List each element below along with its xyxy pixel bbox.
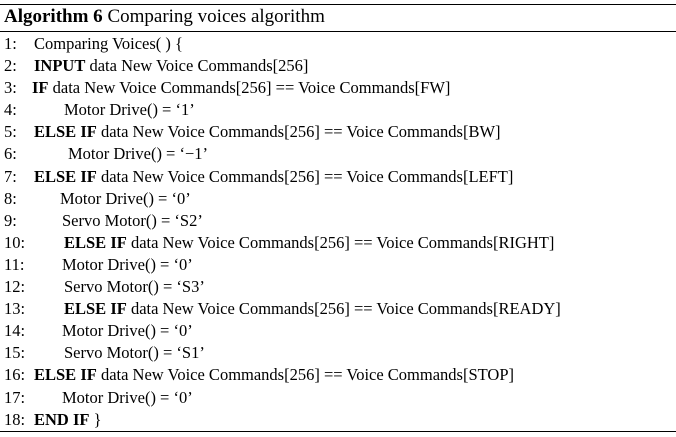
line-code: Servo Motor() = ‘S3’ (64, 276, 205, 298)
line-number: 10: (4, 232, 26, 252)
algorithm-line: 7: ELSE IF data New Voice Commands[256] =… (0, 166, 676, 188)
algorithm-label: Algorithm 6 (4, 6, 103, 27)
keyword: IF (32, 78, 49, 98)
line-code: Motor Drive() = ‘0’ (62, 254, 193, 276)
statement-text: Motor Drive() = ‘0’ (62, 387, 193, 407)
statement-text: Motor Drive() = ‘0’ (62, 254, 193, 274)
line-number: 5: (4, 122, 17, 142)
line-number: 17: (4, 387, 26, 407)
algorithm-line: 16: ELSE IF data New Voice Commands[256] … (0, 364, 676, 386)
statement-text: data New Voice Commands[256] == Voice Co… (130, 232, 555, 252)
statement-text: Motor Drive() = ‘1’ (64, 100, 195, 120)
line-number: 4: (4, 100, 17, 120)
line-number: 15: (4, 343, 26, 363)
line-code: ELSE IF data New Voice Commands[256] == … (34, 166, 513, 188)
line-code: Motor Drive() = ‘0’ (60, 188, 191, 210)
line-number: 8: (4, 188, 17, 208)
line-code: Motor Drive() = ‘0’ (62, 320, 193, 342)
statement-text: Servo Motor() = ‘S2’ (62, 210, 203, 230)
line-number: 11: (4, 254, 25, 274)
statement-text: data New Voice Commands[256] == Voice Co… (100, 166, 514, 186)
statement-text: Motor Drive() = ‘0’ (60, 188, 191, 208)
keyword: ELSE IF (34, 122, 97, 142)
algorithm-line: 5: ELSE IF data New Voice Commands[256] =… (0, 121, 676, 143)
line-code: INPUT data New Voice Commands[256] (34, 55, 308, 77)
algorithm-line: 4: Motor Drive() = ‘1’ (0, 99, 676, 121)
line-number: 2: (4, 56, 17, 76)
line-number: 1: (4, 34, 17, 53)
line-code: END IF } (34, 409, 102, 431)
statement-text: data New Voice Commands[256] == Voice Co… (130, 299, 561, 319)
algorithm-line: 2: INPUT data New Voice Commands[256] (0, 55, 676, 77)
line-code: Motor Drive() = ‘0’ (62, 387, 193, 409)
line-number: 3: (4, 78, 17, 98)
line-code: ELSE IF data New Voice Commands[256] == … (34, 121, 501, 143)
keyword: ELSE IF (34, 365, 97, 385)
line-code: Motor Drive() = ‘−1’ (68, 143, 208, 165)
algorithm-line: 18: END IF } (0, 409, 676, 431)
algorithm-line: 3: IF data New Voice Commands[256] == Voi… (0, 77, 676, 99)
algorithm-line: 1: Comparing Voices( ) { (0, 33, 676, 55)
line-number: 12: (4, 277, 26, 297)
statement-text: Servo Motor() = ‘S1’ (64, 343, 205, 363)
line-code: IF data New Voice Commands[256] == Voice… (32, 77, 450, 99)
line-code: ELSE IF data New Voice Commands[256] == … (64, 298, 561, 320)
keyword: END IF (34, 409, 90, 429)
line-number: 18: (4, 409, 26, 429)
algorithm-line: 8: Motor Drive() = ‘0’ (0, 188, 676, 210)
algorithm-line: 9: Servo Motor() = ‘S2’ (0, 210, 676, 232)
statement-text: data New Voice Commands[256] == Voice Co… (100, 365, 515, 385)
keyword: INPUT (34, 56, 86, 76)
algorithm-line: 14: Motor Drive() = ‘0’ (0, 320, 676, 342)
algorithm-caption: Algorithm 6 Comparing voices algorithm (4, 6, 325, 28)
line-number: 16: (4, 365, 26, 385)
algorithm-line: 15: Servo Motor() = ‘S1’ (0, 342, 676, 364)
line-code: Comparing Voices( ) { (34, 33, 183, 55)
line-number: 13: (4, 299, 26, 319)
algorithm-title: Comparing voices algorithm (107, 6, 325, 27)
bottom-rule (0, 431, 676, 432)
algorithm-line: 12: Servo Motor() = ‘S3’ (0, 276, 676, 298)
keyword: ELSE IF (64, 232, 127, 252)
top-rule (0, 4, 676, 5)
line-code: Servo Motor() = ‘S2’ (62, 210, 203, 232)
algorithm-line: 6: Motor Drive() = ‘−1’ (0, 143, 676, 165)
statement-text: data New Voice Commands[256] == Voice Co… (100, 122, 501, 142)
algorithm-line: 13: ELSE IF data New Voice Commands[256] … (0, 298, 676, 320)
line-number: 6: (4, 144, 17, 164)
statement-text: Comparing Voices( ) { (34, 34, 183, 53)
caption-rule (0, 31, 676, 32)
line-code: Motor Drive() = ‘1’ (64, 99, 195, 121)
line-number: 7: (4, 166, 17, 186)
algorithm-line: 11: Motor Drive() = ‘0’ (0, 254, 676, 276)
line-number: 9: (4, 210, 17, 230)
algorithm-lines: 1: Comparing Voices( ) { 2: INPUT data New … (0, 33, 676, 431)
line-code: Servo Motor() = ‘S1’ (64, 342, 205, 364)
keyword: ELSE IF (64, 299, 127, 319)
line-code: ELSE IF data New Voice Commands[256] == … (34, 364, 514, 386)
statement-text: data New Voice Commands[256] (89, 56, 309, 76)
algorithm-line: 17: Motor Drive() = ‘0’ (0, 387, 676, 409)
keyword: ELSE IF (34, 166, 97, 186)
statement-text: data New Voice Commands[256] == Voice Co… (52, 78, 451, 98)
line-number: 14: (4, 321, 26, 341)
statement-text: Servo Motor() = ‘S3’ (64, 277, 205, 297)
statement-text: } (93, 409, 102, 429)
statement-text: Motor Drive() = ‘−1’ (68, 144, 209, 164)
algorithm-line: 10: ELSE IF data New Voice Commands[256] … (0, 232, 676, 254)
line-code: ELSE IF data New Voice Commands[256] == … (64, 232, 554, 254)
statement-text: Motor Drive() = ‘0’ (62, 321, 193, 341)
